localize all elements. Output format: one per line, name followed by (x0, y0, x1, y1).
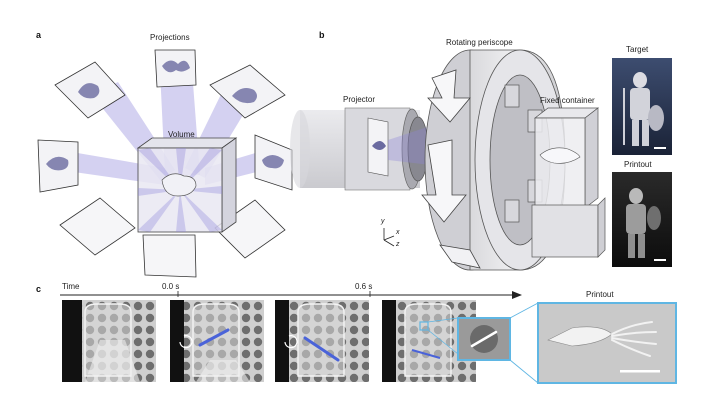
axis-x-label: x (396, 229, 400, 236)
projection-tile-upper-right (209, 64, 286, 119)
projection-tile-bottom (142, 234, 197, 278)
axis-glyph (383, 228, 395, 247)
time-0-label: 0.0 s (162, 282, 180, 291)
frame-3 (275, 300, 369, 382)
panel-a-letter: a (36, 30, 42, 40)
projection-tile-top (154, 49, 197, 88)
axis-y-label: y (381, 218, 385, 225)
volume-cube (136, 137, 238, 233)
projection-tile-lower-left (59, 197, 136, 256)
panel-c-letter: c (36, 284, 42, 294)
projections-label: Projections (150, 33, 190, 42)
axis-z-label: z (396, 241, 400, 248)
panel-b-diagram (290, 49, 672, 271)
projector-body (290, 107, 429, 191)
printout-photo-b (612, 172, 672, 267)
fixed-container-label: Fixed container (540, 96, 595, 105)
target-label: Target (626, 45, 649, 54)
zoom-inset (457, 302, 539, 384)
projector-label: Projector (343, 95, 376, 104)
frame-2 (170, 300, 264, 382)
panel-c-diagram (60, 291, 677, 384)
time-06-label: 0.6 s (355, 282, 373, 291)
fixed-container (531, 107, 606, 258)
panel-b-letter: b (319, 30, 325, 40)
frame-1 (62, 300, 156, 382)
panel-a-diagram (37, 49, 293, 278)
time-arrow (60, 291, 522, 299)
projection-tile-left (37, 139, 79, 193)
projection-tile-lower-right (214, 199, 286, 259)
time-label: Time (62, 282, 80, 291)
volume-label: Volume (168, 130, 195, 139)
printout-label-b: Printout (624, 160, 652, 169)
printout-photo-c (537, 302, 677, 384)
periscope-label: Rotating periscope (446, 38, 513, 47)
projection-tile-right (254, 134, 293, 191)
frame-4 (382, 300, 476, 382)
projection-tile-upper-left (54, 61, 126, 119)
target-photo (612, 58, 672, 155)
printout-label-c: Printout (586, 290, 614, 299)
